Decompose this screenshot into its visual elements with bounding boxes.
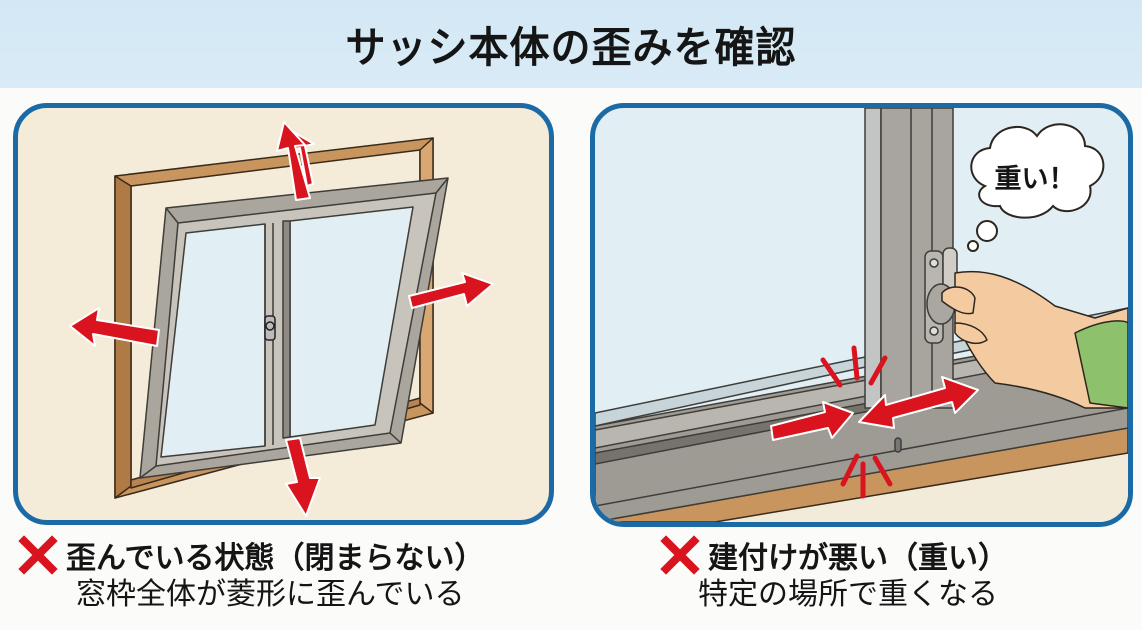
caption-description: 窓枠全体が菱形に歪んでいる: [76, 577, 465, 612]
caption-distorted: 歪んでいる状態（閉まらない） 窓枠全体が菱形に歪んでいる: [18, 535, 485, 615]
thought-bubble-text: 重い！: [995, 164, 1076, 195]
impact-lines-icon: [820, 345, 893, 499]
crescent-lock-icon: [264, 315, 276, 341]
page-title: サッシ本体の歪みを確認: [345, 24, 797, 73]
header-banner: サッシ本体の歪みを確認: [0, 0, 1142, 88]
caption-title: 歪んでいる状態（閉まらない）: [66, 541, 485, 576]
caption-heavy: 建付けが悪い（重い） 特定の場所で重くなる: [660, 535, 1008, 615]
arrow-down-icon: [285, 437, 321, 517]
thought-bubble: [967, 123, 1105, 252]
caption-description: 特定の場所で重くなる: [698, 577, 998, 612]
arrow-up-icon-shape: [276, 121, 311, 201]
cross-icon: [18, 535, 58, 575]
illustration-panel-distorted: [13, 103, 554, 525]
arrow-left-icon: [69, 307, 160, 347]
caption-title: 建付けが悪い（重い）: [708, 541, 1008, 576]
distorted-window-illustration: [69, 121, 494, 517]
arrow-right-icon: [770, 401, 854, 441]
aluminum-sash: [139, 177, 449, 479]
heavy-window-illustration: 重い！: [595, 108, 1128, 522]
double-arrow-icon: [858, 376, 979, 429]
illustration-panel-heavy: 重い！: [590, 103, 1133, 527]
cross-icon: [660, 535, 700, 575]
arrow-right-icon: [408, 272, 494, 309]
hand-illustration: [941, 270, 1128, 409]
